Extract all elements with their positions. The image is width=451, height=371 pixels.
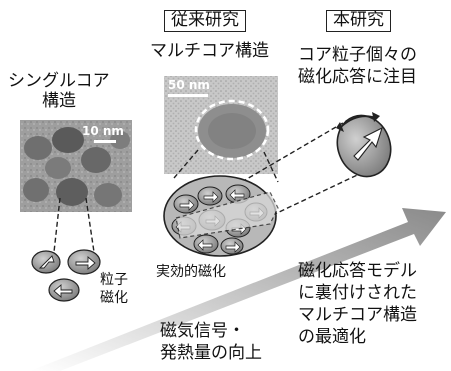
multi-core-label: マルチコア構造	[150, 41, 269, 61]
conventional-study-header: 従来研究	[164, 10, 246, 32]
particle-3	[48, 278, 80, 302]
optimization-line1: 磁化応答モデル	[298, 261, 417, 281]
multi-core-scale-bar	[168, 94, 208, 97]
single-core-scale-label: 10 nm	[82, 124, 124, 138]
single-core-label-line1: シングルコア	[8, 71, 110, 91]
particle-magnetization-label-line2: 磁化	[100, 290, 128, 306]
signal-improvement-line2: 発熱量の向上	[160, 343, 262, 363]
multi-core-scale-label: 50 nm	[168, 78, 210, 92]
optimization-line2: に裏付けされた	[298, 283, 417, 303]
particle-2	[67, 249, 101, 275]
effective-magnetization-label: 実効的磁化	[156, 264, 226, 280]
focus-label-line1: コア粒子個々の	[298, 45, 417, 65]
optimization-line3: マルチコア構造	[298, 305, 417, 325]
this-study-header: 本研究	[326, 10, 391, 32]
particle-1	[31, 250, 61, 274]
optimization-line4: の最適化	[298, 327, 366, 347]
single-core-scale-bar	[94, 140, 116, 143]
signal-improvement-line1: 磁気信号・	[160, 321, 245, 341]
particle-magnetization-label-line1: 粒子	[100, 272, 128, 288]
focus-label-line2: 磁化応答に注目	[298, 67, 417, 87]
single-core-label-line2: 構造	[42, 91, 76, 111]
